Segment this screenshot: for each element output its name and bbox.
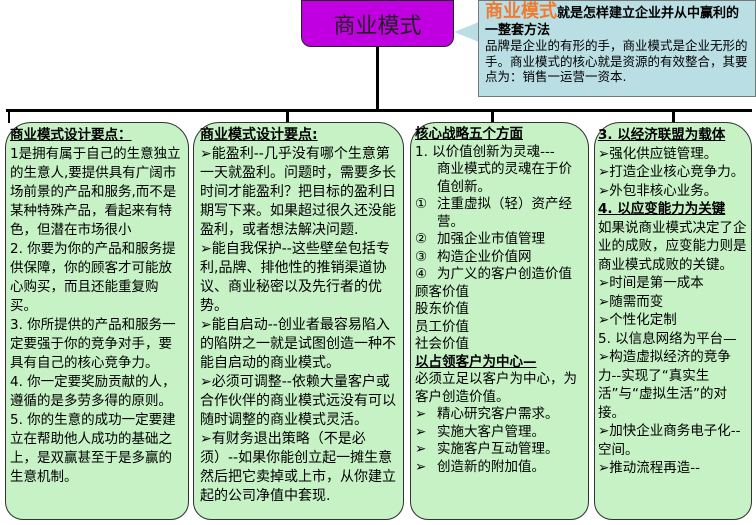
list-item: 商业模式的灵魂在于价值创新。 [415,161,584,196]
list-item: ② 加强企业市值管理 [415,231,584,249]
paragraph: ➢时间是第一成本 [598,275,704,291]
list-marker: ➢ [415,441,427,457]
section-heading: 4. 以应变能力为关键 [598,201,726,217]
list-marker: ① [415,196,428,212]
connector-trunk [376,47,379,111]
list-marker: ② [415,231,428,247]
paragraph: ➢必须可调整--依赖大量客户或合作伙伴的商业模式远没有可以随时调整的商业模式灵活… [200,374,396,428]
list-item: ① 注重虚拟（轻）资产经营。 [415,196,584,231]
list-text: 构造企业价值网 [437,248,532,265]
paragraph: 股东价值 [415,301,469,317]
paragraph: ➢强化供应链管理。 [598,145,718,162]
section-heading: 商业模式设计要点： [10,127,132,143]
paragraph: ➢外包非核心业务。 [598,182,718,199]
paragraph: ➢个性化定制 [598,312,677,328]
paragraph: 如果说商业模式决定了企业的成败，应变能力则是商业模式成败的关键。 [598,219,747,273]
connector-drop-2 [286,109,289,123]
paragraph: ➢构造虚拟经济的竞争力--实现了“真实生活”与“虚拟生活”的对接。 [598,349,731,421]
list-marker: ➢ [415,423,427,440]
column-strategy-continued: 3. 以经济联盟为载体 ➢强化供应链管理。 ➢打造企业核心竞争力。 ➢外包非核心业务。… [594,122,752,520]
list-item: ➢ 实施客户互动管理。 [415,441,584,459]
list-item: ③ 构造企业价值网 [415,249,584,267]
paragraph: ➢随需而变 [598,293,664,310]
definition-callout: 商业模式就是怎样建立企业并从中赢利的一整套方法 品牌是企业的有形的手，商业模式是… [478,0,756,97]
callout-body: 品牌是企业的有形的手，商业模式是企业无形的手。商业模式的核心就是资源的有效整合，… [485,38,748,84]
section-heading: 商业模式设计要点: [200,127,318,143]
paragraph: ➢加快企业商务电子化--空间。 [598,423,741,458]
list-text: 精心研究客户需求。 [437,406,559,422]
paragraph: 5. 以信息网络为平台— [598,330,737,347]
paragraph: ➢能盈利--几乎没有哪个生意第一天就盈利。问题时，需要多长时间才能盈利？把目标的… [200,146,396,238]
list-text: 实施大客户管理。 [437,423,545,440]
connector-bus [6,109,752,112]
connector-drop-4 [672,109,675,123]
list-item: ④ 为广义的客户创造价值 [415,266,584,284]
column-design-points-1: 商业模式设计要点： 1是拥有属于自己的生意独立的生意人,要提供具有广阔市场前景的产… [5,122,189,520]
paragraph: 4. 你一定要奖励贡献的人，遵循的是多劳多得的原则。 [10,374,176,409]
root-title: 商业模式 [333,13,422,39]
list-item: ➢ 实施大客户管理。 [415,424,584,442]
list-text: 商业模式的灵魂在于价值创新。 [437,161,572,195]
connector-drop-1 [8,109,10,123]
list-text: 实施客户互动管理。 [437,441,559,457]
section-heading: 核心战略五个方面 [415,126,523,142]
list-marker [415,161,437,196]
paragraph: ➢有财务退出策略（不是必须）--如果你能创立起一摊生意然后把它卖掉或上市，从你建… [200,431,396,504]
paragraph: 1. 以价值创新为灵魂--- [415,143,555,160]
paragraph: 必须立足以客户为中心，为客户创造价值。 [415,371,577,405]
column-design-points-2: 商业模式设计要点: ➢能盈利--几乎没有哪个生意第一天就盈利。问题时，需要多长时间… [193,122,404,520]
list-text: 创造新的附加值。 [437,458,545,475]
connector-drop-3 [491,109,494,123]
list-item: ➢ 创造新的附加值。 [415,459,584,477]
callout-pointer [454,22,479,42]
paragraph: 5. 你的生意的成功一定要建立在帮助他人成功的基础之上，是双赢甚至于是多赢的生意… [10,412,176,485]
list-item: ➢ 精心研究客户需求。 [415,406,584,424]
paragraph: ➢能自启动--创业者最容易陷入的陷阱之一就是试图创造一种不能自启动的商业模式。 [200,317,396,371]
paragraph: 2. 你要为你的产品和服务提供保障，你的顾客才可能放心购买，而且还能重复购买。 [10,241,176,314]
list-text: 加强企业市值管理 [437,231,545,247]
list-marker: ➢ [415,406,427,422]
list-text: 注重虚拟（轻）资产经营。 [437,196,572,230]
section-heading: 3. 以经济联盟为载体 [598,127,726,143]
paragraph: ➢推动流程再造-- [598,460,701,476]
paragraph: 社会价值 [415,336,469,352]
paragraph: ➢打造企业核心竞争力。 [598,164,745,180]
section-heading: 以占领客户为中心— [415,353,537,370]
paragraph: 1是拥有属于自己的生意独立的生意人,要提供具有广阔市场前景的产品和服务,而不是某… [10,146,181,238]
paragraph: 3. 你所提供的产品和服务一定要强于你的竞争对手，要具有自己的核心竞争力。 [10,317,176,371]
list-marker: ➢ [415,458,427,475]
list-marker: ④ [415,266,428,282]
callout-emphasis: 商业模式 [485,1,557,22]
callout-definition: 就是怎样建立企业并从中赢利的一整套方法 [485,6,740,38]
paragraph: 员工价值 [415,318,469,335]
list-marker: ③ [415,248,428,265]
paragraph: 顾客价值 [415,283,469,300]
root-node: 商业模式 [301,0,454,47]
list-text: 为广义的客户创造价值 [437,266,572,282]
paragraph: ➢能自我保护--这些壁垒包括专利,品牌、排他性的推销渠道协议、商业秘密以及先行者… [200,241,390,314]
